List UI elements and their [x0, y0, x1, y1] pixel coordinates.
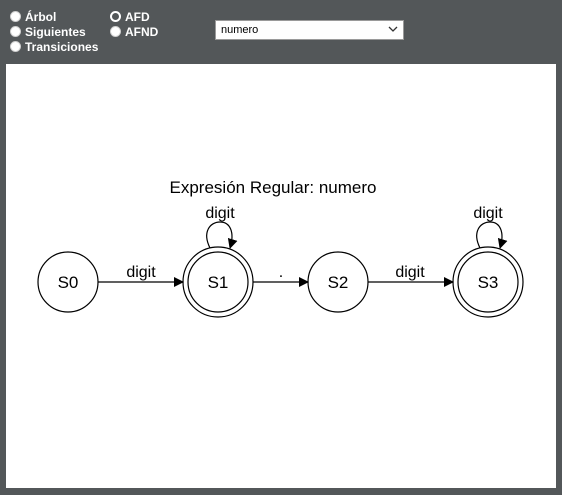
chevron-down-icon — [388, 26, 398, 32]
radio-arbol[interactable]: Árbol — [10, 9, 98, 24]
view-options-right: AFD AFND — [110, 9, 158, 39]
state-label: S2 — [328, 273, 349, 292]
transition-s1-loop: digit — [205, 205, 238, 249]
state-s0: S0 — [37, 251, 99, 313]
transition-label: . — [279, 264, 283, 281]
radio-label: Transiciones — [25, 39, 99, 54]
transition-s0-s1: digit — [98, 264, 184, 287]
radio-siguientes[interactable]: Siguientes — [10, 24, 98, 39]
radio-label: AFND — [125, 24, 159, 39]
graph-canvas: Expresión Regular: numero S0 S1 S2 S3 di… — [6, 64, 556, 488]
radio-afd[interactable]: AFD — [110, 9, 158, 24]
radio-label: AFD — [125, 9, 150, 24]
regex-select[interactable]: numero — [215, 20, 404, 40]
state-label: S1 — [208, 273, 229, 292]
radio-button-icon[interactable] — [10, 26, 21, 37]
transition-s1-s2: . — [253, 264, 309, 287]
radio-label: Siguientes — [25, 24, 86, 39]
graph-title: Expresión Regular: numero — [170, 178, 377, 197]
state-s2: S2 — [307, 251, 369, 313]
automaton-graph: Expresión Regular: numero S0 S1 S2 S3 di… — [37, 178, 524, 318]
transition-label: digit — [126, 264, 156, 281]
radio-transiciones[interactable]: Transiciones — [10, 39, 98, 54]
radio-button-icon[interactable] — [110, 26, 121, 37]
state-label: S0 — [58, 273, 79, 292]
radio-afnd[interactable]: AFND — [110, 24, 158, 39]
state-s3: S3 — [452, 246, 524, 318]
radio-button-selected-icon[interactable] — [110, 11, 121, 22]
radio-button-icon[interactable] — [10, 11, 21, 22]
transition-s3-loop: digit — [473, 205, 508, 249]
state-label: S3 — [478, 273, 499, 292]
view-options-left: Árbol Siguientes Transiciones — [10, 9, 98, 54]
transition-s2-s3: digit — [368, 264, 454, 287]
transition-label: digit — [395, 264, 425, 281]
regex-select-value: numero — [221, 24, 259, 36]
transition-label: digit — [473, 205, 503, 222]
transition-label: digit — [205, 205, 235, 222]
radio-button-icon[interactable] — [10, 41, 21, 52]
radio-label: Árbol — [25, 9, 57, 24]
state-s1: S1 — [182, 246, 254, 318]
